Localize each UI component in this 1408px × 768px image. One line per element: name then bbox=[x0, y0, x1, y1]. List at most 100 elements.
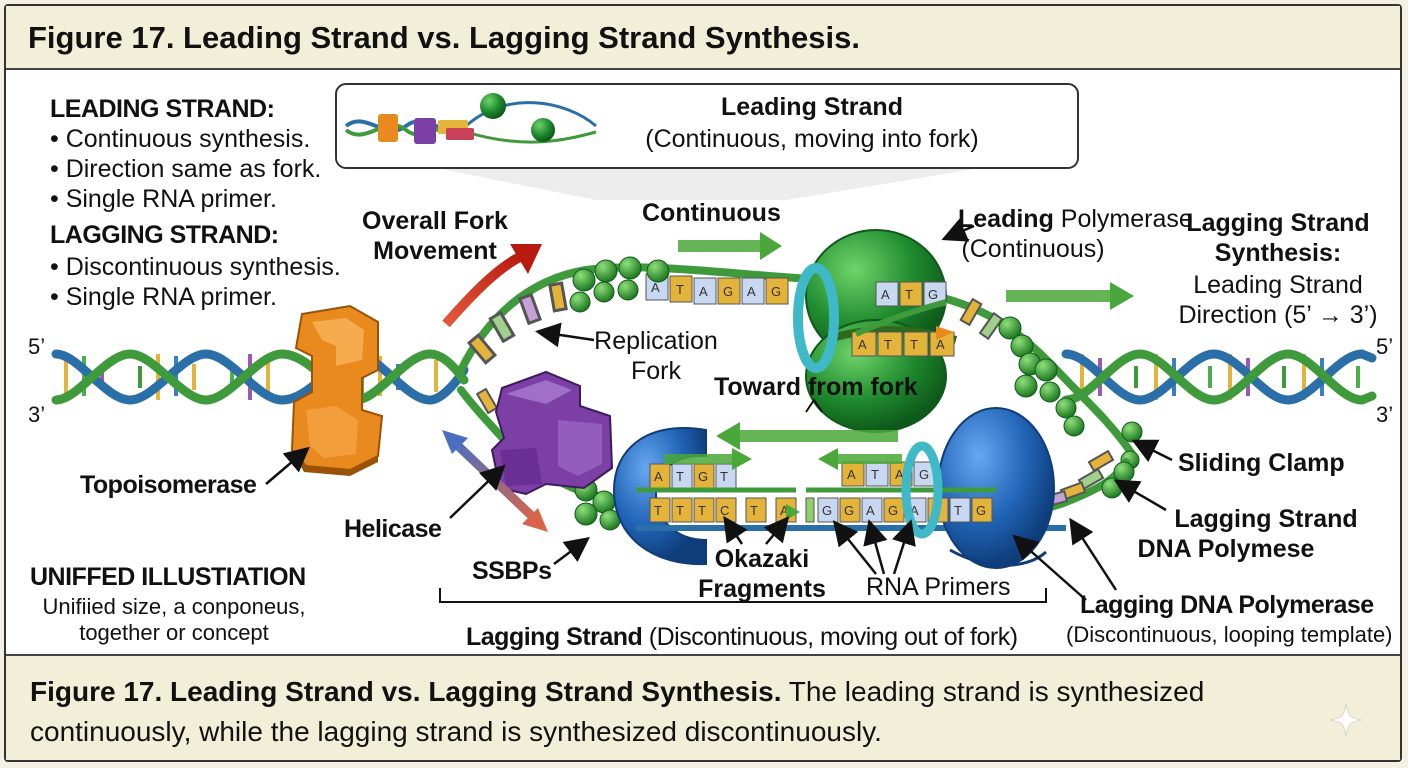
svg-text:T: T bbox=[676, 469, 684, 484]
lagging-strand-polymerase-pointer bbox=[1113, 479, 1167, 512]
svg-text:G: G bbox=[723, 284, 733, 299]
sliding-clamp-label: Sliding Clamp bbox=[1178, 449, 1345, 477]
svg-text:A: A bbox=[910, 503, 919, 518]
svg-text:T: T bbox=[954, 503, 962, 518]
svg-text:T: T bbox=[884, 337, 892, 352]
lagging-synthesis-label-3: Leading Strand bbox=[1193, 271, 1363, 299]
leading-point-2: • Direction same as fork. bbox=[50, 155, 322, 183]
replication-fork-label-2: Fork bbox=[631, 357, 681, 385]
svg-text:T: T bbox=[676, 503, 684, 518]
svg-text:G: G bbox=[919, 467, 929, 482]
callout-subtitle: (Continuous, moving into fork) bbox=[645, 125, 979, 153]
helicase-pointer bbox=[449, 464, 506, 519]
svg-text:A: A bbox=[847, 467, 856, 482]
helicase-label: Helicase bbox=[344, 515, 442, 543]
unified-title: UNIFFED ILLUSTIATION bbox=[30, 563, 306, 591]
overall-fork-label-2: Movement bbox=[373, 237, 497, 265]
svg-text:A: A bbox=[780, 503, 789, 518]
lagging-sliding-clamp bbox=[901, 441, 943, 539]
svg-text:A: A bbox=[895, 467, 904, 482]
svg-text:A: A bbox=[881, 287, 890, 302]
svg-text:G: G bbox=[844, 503, 854, 518]
svg-text:A: A bbox=[654, 469, 663, 484]
toward-fork-arrow bbox=[664, 398, 902, 470]
lagging-point-2: • Single RNA primer. bbox=[50, 283, 277, 311]
svg-text:T: T bbox=[676, 282, 684, 297]
leading-sliding-clamp bbox=[793, 263, 839, 373]
helicase-protein bbox=[490, 370, 614, 496]
figure-frame: Figure 17. Leading Strand vs. Lagging St… bbox=[4, 4, 1402, 762]
svg-text:T: T bbox=[654, 503, 662, 518]
topoisomerase-pointer bbox=[265, 446, 310, 485]
sparkle-icon bbox=[1329, 703, 1363, 737]
lagging-synthesis-label-1: Lagging Strand bbox=[1186, 209, 1370, 237]
lagging-dna-polymerase-pointer-1 bbox=[1069, 517, 1118, 591]
replication-diagram: A T A G A G bbox=[51, 83, 1377, 603]
five-prime-right: 5’ bbox=[1376, 334, 1394, 359]
primer-pointer-1 bbox=[832, 520, 877, 575]
leading-polymerase-protein: A T G A T T A bbox=[793, 229, 958, 433]
svg-text:G: G bbox=[928, 287, 938, 302]
unified-line-2: together or concept bbox=[79, 620, 269, 645]
svg-text:C: C bbox=[720, 503, 729, 518]
lagging-dna-polymerase-sub: (Discontinuous, looping template) bbox=[1066, 622, 1393, 647]
overall-fork-label-1: Overall Fork bbox=[362, 207, 508, 235]
sliding-clamp-pointer bbox=[1131, 439, 1173, 463]
svg-text:T: T bbox=[871, 467, 879, 482]
leading-polymerase-sub: (Continuous) bbox=[961, 235, 1105, 263]
lagging-strand-heading: LAGGING STRAND: bbox=[50, 221, 279, 249]
leading-point-1: • Continuous synthesis. bbox=[50, 125, 311, 153]
lagging-polymerase-right: A T A G G G A G A T T G bbox=[786, 407, 1055, 569]
okazaki-pointer-2 bbox=[763, 516, 790, 545]
svg-text:A: A bbox=[936, 337, 945, 352]
leading-strand-heading: LEADING STRAND: bbox=[50, 95, 275, 123]
primer-pointer-3 bbox=[891, 519, 916, 575]
daughter-dna-helix bbox=[1061, 349, 1377, 405]
svg-text:A: A bbox=[699, 284, 708, 299]
caption-bar: Figure 17. Leading Strand vs. Lagging St… bbox=[6, 654, 1400, 760]
lagging-strand-bracket bbox=[439, 588, 1047, 603]
svg-text:G: G bbox=[976, 503, 986, 518]
svg-text:T: T bbox=[698, 503, 706, 518]
leading-point-3: • Single RNA primer. bbox=[50, 185, 277, 213]
lagging-synthesis-label-2: Synthesis: bbox=[1214, 239, 1342, 267]
ssbps-label: SSBPs bbox=[472, 557, 552, 585]
figure-caption: Figure 17. Leading Strand vs. Lagging St… bbox=[30, 676, 1205, 747]
okazaki-label-1: Okazaki bbox=[714, 545, 810, 573]
toward-fork-label: Toward from fork bbox=[714, 373, 918, 401]
svg-text:G: G bbox=[822, 503, 832, 518]
svg-text:A: A bbox=[747, 284, 756, 299]
lagging-strand-label: Lagging Strand (Discontinuous, moving ou… bbox=[466, 623, 1018, 651]
svg-text:A: A bbox=[858, 337, 867, 352]
lagging-synthesis-label-4: Direction (5’ → 3’) bbox=[1178, 301, 1378, 329]
svg-text:G: G bbox=[771, 284, 781, 299]
unified-line-1: Unifiied size, a conponeus, bbox=[42, 594, 306, 619]
okazaki-pointer-1 bbox=[723, 515, 748, 545]
parental-dna-helix bbox=[51, 349, 469, 405]
callout-mini-replisome bbox=[344, 93, 597, 144]
primer-pointer-2 bbox=[863, 519, 888, 575]
callout-title: Leading Strand bbox=[721, 93, 903, 121]
svg-text:T: T bbox=[910, 337, 918, 352]
svg-text:T: T bbox=[750, 503, 758, 518]
figure-title: Figure 17. Leading Strand vs. Lagging St… bbox=[28, 20, 860, 55]
rna-primers-label: RNA Primers bbox=[866, 573, 1011, 601]
topoisomerase-label: Topoisomerase bbox=[80, 471, 257, 499]
continuous-label: Continuous bbox=[642, 199, 781, 227]
lagging-dna-polymerase-label: Lagging DNA Polymerase bbox=[1080, 591, 1374, 619]
lagging-strand-polymerase-label-1: Lagging Strand bbox=[1174, 505, 1358, 533]
replication-fork-label-1: Replication bbox=[594, 327, 718, 355]
leading-direction-arrow bbox=[1006, 282, 1134, 310]
svg-text:A: A bbox=[866, 503, 875, 518]
leading-strand-callout bbox=[335, 83, 1079, 200]
three-prime-right: 3’ bbox=[1376, 402, 1394, 427]
five-prime-left: 5’ bbox=[28, 334, 46, 359]
fork-movement-arrow bbox=[442, 251, 525, 328]
title-bar: Figure 17. Leading Strand vs. Lagging St… bbox=[6, 6, 1400, 70]
svg-text:A: A bbox=[651, 280, 660, 295]
ssbps-pointer bbox=[553, 537, 590, 565]
topoisomerase-protein bbox=[290, 304, 384, 476]
okazaki-label-2: Fragments bbox=[698, 575, 826, 603]
leading-polymerase-pointer bbox=[941, 218, 975, 242]
continuous-arrow bbox=[678, 232, 782, 260]
